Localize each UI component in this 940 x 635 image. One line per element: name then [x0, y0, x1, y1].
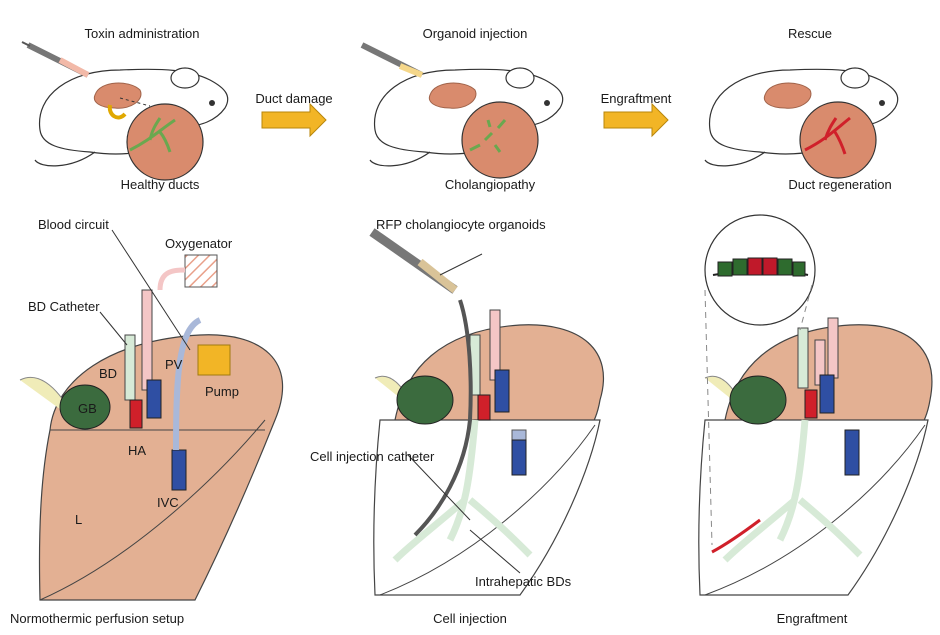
caption-engraftment: Engraftment — [776, 611, 848, 626]
caption-injection: Cell injection — [433, 611, 507, 626]
arrow-duct-damage — [261, 102, 327, 138]
mouse-rescue — [704, 67, 899, 179]
mouse-healthy — [21, 41, 229, 181]
label-gb: GB — [78, 401, 97, 416]
arrow1-label: Duct damage — [255, 91, 333, 106]
label-ivc: IVC — [157, 495, 179, 510]
label-bd-catheter: BD Catheter — [28, 299, 100, 314]
label-organoids: RFP cholangiocyte organoids — [376, 217, 546, 232]
step3-caption: Duct regeneration — [788, 177, 892, 192]
liver-engraftment — [698, 214, 933, 596]
step1-caption: Healthy ducts — [120, 177, 200, 192]
label-pv: PV — [165, 357, 183, 372]
arrow2-label: Engraftment — [600, 91, 672, 106]
label-pump: Pump — [205, 384, 239, 399]
label-bd: BD — [99, 366, 118, 381]
mouse-cholangiopathy — [360, 42, 564, 179]
label-liver: L — [75, 512, 83, 527]
step3-title: Rescue — [787, 26, 833, 41]
label-blood-circuit: Blood circuit — [38, 217, 109, 232]
step2-caption: Cholangiopathy — [444, 177, 536, 192]
arrow-engraftment — [603, 102, 669, 138]
label-injection-catheter: Cell injection catheter — [310, 449, 435, 464]
liver-perfusion — [19, 254, 284, 601]
step2-title: Organoid injection — [422, 26, 528, 41]
liver-injection — [369, 228, 605, 596]
label-oxygenator: Oxygenator — [165, 236, 233, 251]
caption-perfusion: Normothermic perfusion setup — [10, 611, 185, 626]
label-ha: HA — [128, 443, 147, 458]
label-intrahepatic-bds: Intrahepatic BDs — [475, 574, 572, 589]
step1-title: Toxin administration — [84, 26, 200, 41]
